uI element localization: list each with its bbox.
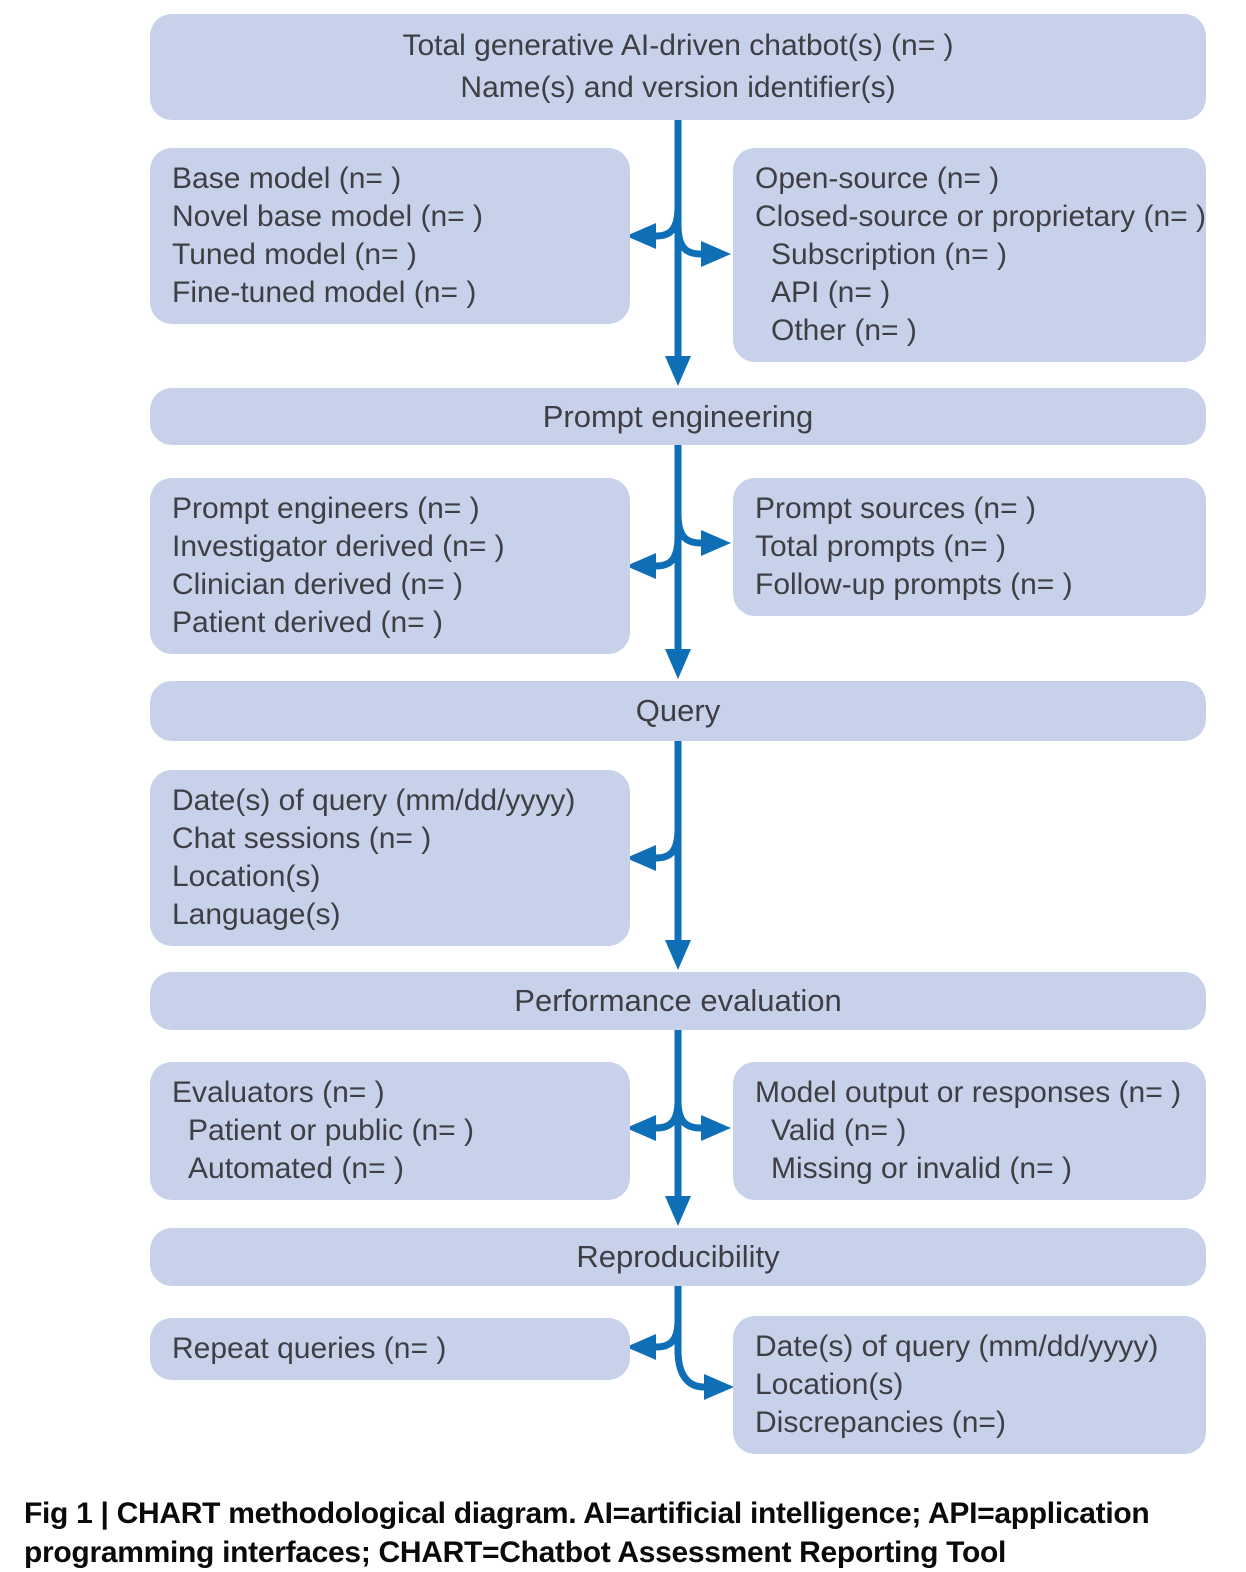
box-line: Open-source (n= )	[755, 162, 1000, 195]
box-line: Automated (n= )	[188, 1152, 404, 1185]
box-line: Base model (n= )	[172, 162, 402, 195]
query-details-box: Date(s) of query (mm/dd/yyyy) Chat sessi…	[150, 770, 630, 946]
box-line: Total generative AI-driven chatbot(s) (n…	[402, 29, 954, 62]
arrowhead-right-b	[701, 530, 731, 556]
box-line: Closed-source or proprietary (n= )	[755, 200, 1207, 233]
box-line: Evaluators (n= )	[172, 1076, 385, 1109]
performance-evaluation-band: Performance evaluation	[150, 972, 1206, 1030]
arrow-branch-a-right	[674, 223, 702, 258]
arrowhead-right-d	[701, 1115, 731, 1141]
reproducibility-details-box: Date(s) of query (mm/dd/yyyy) Location(s…	[733, 1316, 1206, 1454]
box-line: Date(s) of query (mm/dd/yyyy)	[172, 784, 576, 817]
band-label: Reproducibility	[576, 1239, 780, 1274]
arrow-branch-d-right	[674, 1099, 702, 1132]
arrow-branch-a-left	[655, 205, 682, 240]
prompt-engineering-band: Prompt engineering	[150, 388, 1206, 445]
figure-caption: Fig 1 | CHART methodological diagram. AI…	[24, 1497, 1150, 1569]
box-line: Discrepancies (n=)	[755, 1406, 1006, 1439]
box-line: Prompt engineers (n= )	[172, 492, 480, 525]
arrowhead-right-e	[704, 1374, 734, 1400]
arrow-branch-e-left	[655, 1319, 682, 1351]
reproducibility-band: Reproducibility	[150, 1228, 1206, 1286]
box-line: Missing or invalid (n= )	[771, 1152, 1072, 1185]
box-line: Investigator derived (n= )	[172, 530, 505, 563]
box-line: Date(s) of query (mm/dd/yyyy)	[755, 1330, 1159, 1363]
box-line: Total prompts (n= )	[755, 530, 1006, 563]
query-band: Query	[150, 681, 1206, 741]
box-line: Fine-tuned model (n= )	[172, 276, 477, 309]
prompt-engineers-box: Prompt engineers (n= ) Investigator deri…	[150, 478, 630, 654]
evaluators-box: Evaluators (n= ) Patient or public (n= )…	[150, 1062, 630, 1200]
box-line: Tuned model (n= )	[172, 238, 417, 271]
arrow-branch-d-left	[655, 1099, 682, 1132]
box-line: Clinician derived (n= )	[172, 568, 463, 601]
box-line: Repeat queries (n= )	[172, 1332, 447, 1365]
box-line: Model output or responses (n= )	[755, 1076, 1182, 1109]
arrowhead-down-query	[665, 649, 691, 679]
repeat-queries-box: Repeat queries (n= )	[150, 1318, 630, 1380]
box-line: Patient derived (n= )	[172, 606, 443, 639]
box-line: Prompt sources (n= )	[755, 492, 1036, 525]
total-chatbots-box: Total generative AI-driven chatbot(s) (n…	[150, 14, 1206, 120]
box-line: Patient or public (n= )	[188, 1114, 474, 1147]
box-line: Subscription (n= )	[771, 238, 1007, 271]
box-line: Location(s)	[755, 1368, 904, 1401]
arrowhead-right-a	[701, 241, 731, 267]
band-label: Prompt engineering	[542, 398, 814, 434]
box-line: Chat sessions (n= )	[172, 822, 432, 855]
arrow-branch-b-right	[674, 512, 702, 547]
prompt-sources-box: Prompt sources (n= ) Total prompts (n= )…	[733, 478, 1206, 616]
arrowhead-left-b	[626, 553, 656, 579]
arrowhead-left-c	[626, 845, 656, 871]
model-output-box: Model output or responses (n= ) Valid (n…	[733, 1062, 1206, 1200]
box-line: API (n= )	[771, 276, 891, 309]
model-types-box: Base model (n= ) Novel base model (n= ) …	[150, 148, 630, 324]
box-line: Valid (n= )	[771, 1114, 907, 1147]
box-line: Novel base model (n= )	[172, 200, 483, 233]
box-line: Follow-up prompts (n= )	[755, 568, 1073, 601]
box-line: Language(s)	[172, 898, 341, 931]
arrow-branch-b-left	[655, 535, 682, 570]
box-line: Other (n= )	[771, 314, 917, 347]
arrowhead-left-e	[626, 1334, 656, 1360]
arrowhead-down-performance	[665, 940, 691, 970]
source-types-box: Open-source (n= ) Closed-source or propr…	[733, 148, 1206, 362]
arrow-branch-c-left	[655, 827, 682, 862]
arrowhead-left-d	[626, 1115, 656, 1141]
arrowhead-left-a	[626, 223, 656, 249]
arrowhead-down-repro	[665, 1196, 691, 1226]
box-line: Location(s)	[172, 860, 321, 893]
arrow-line-e-main	[674, 1286, 705, 1391]
box-line: Name(s) and version identifier(s)	[460, 71, 896, 104]
arrowhead-down-prompt	[665, 356, 691, 386]
band-label: Query	[635, 693, 721, 728]
band-label: Performance evaluation	[514, 983, 842, 1018]
